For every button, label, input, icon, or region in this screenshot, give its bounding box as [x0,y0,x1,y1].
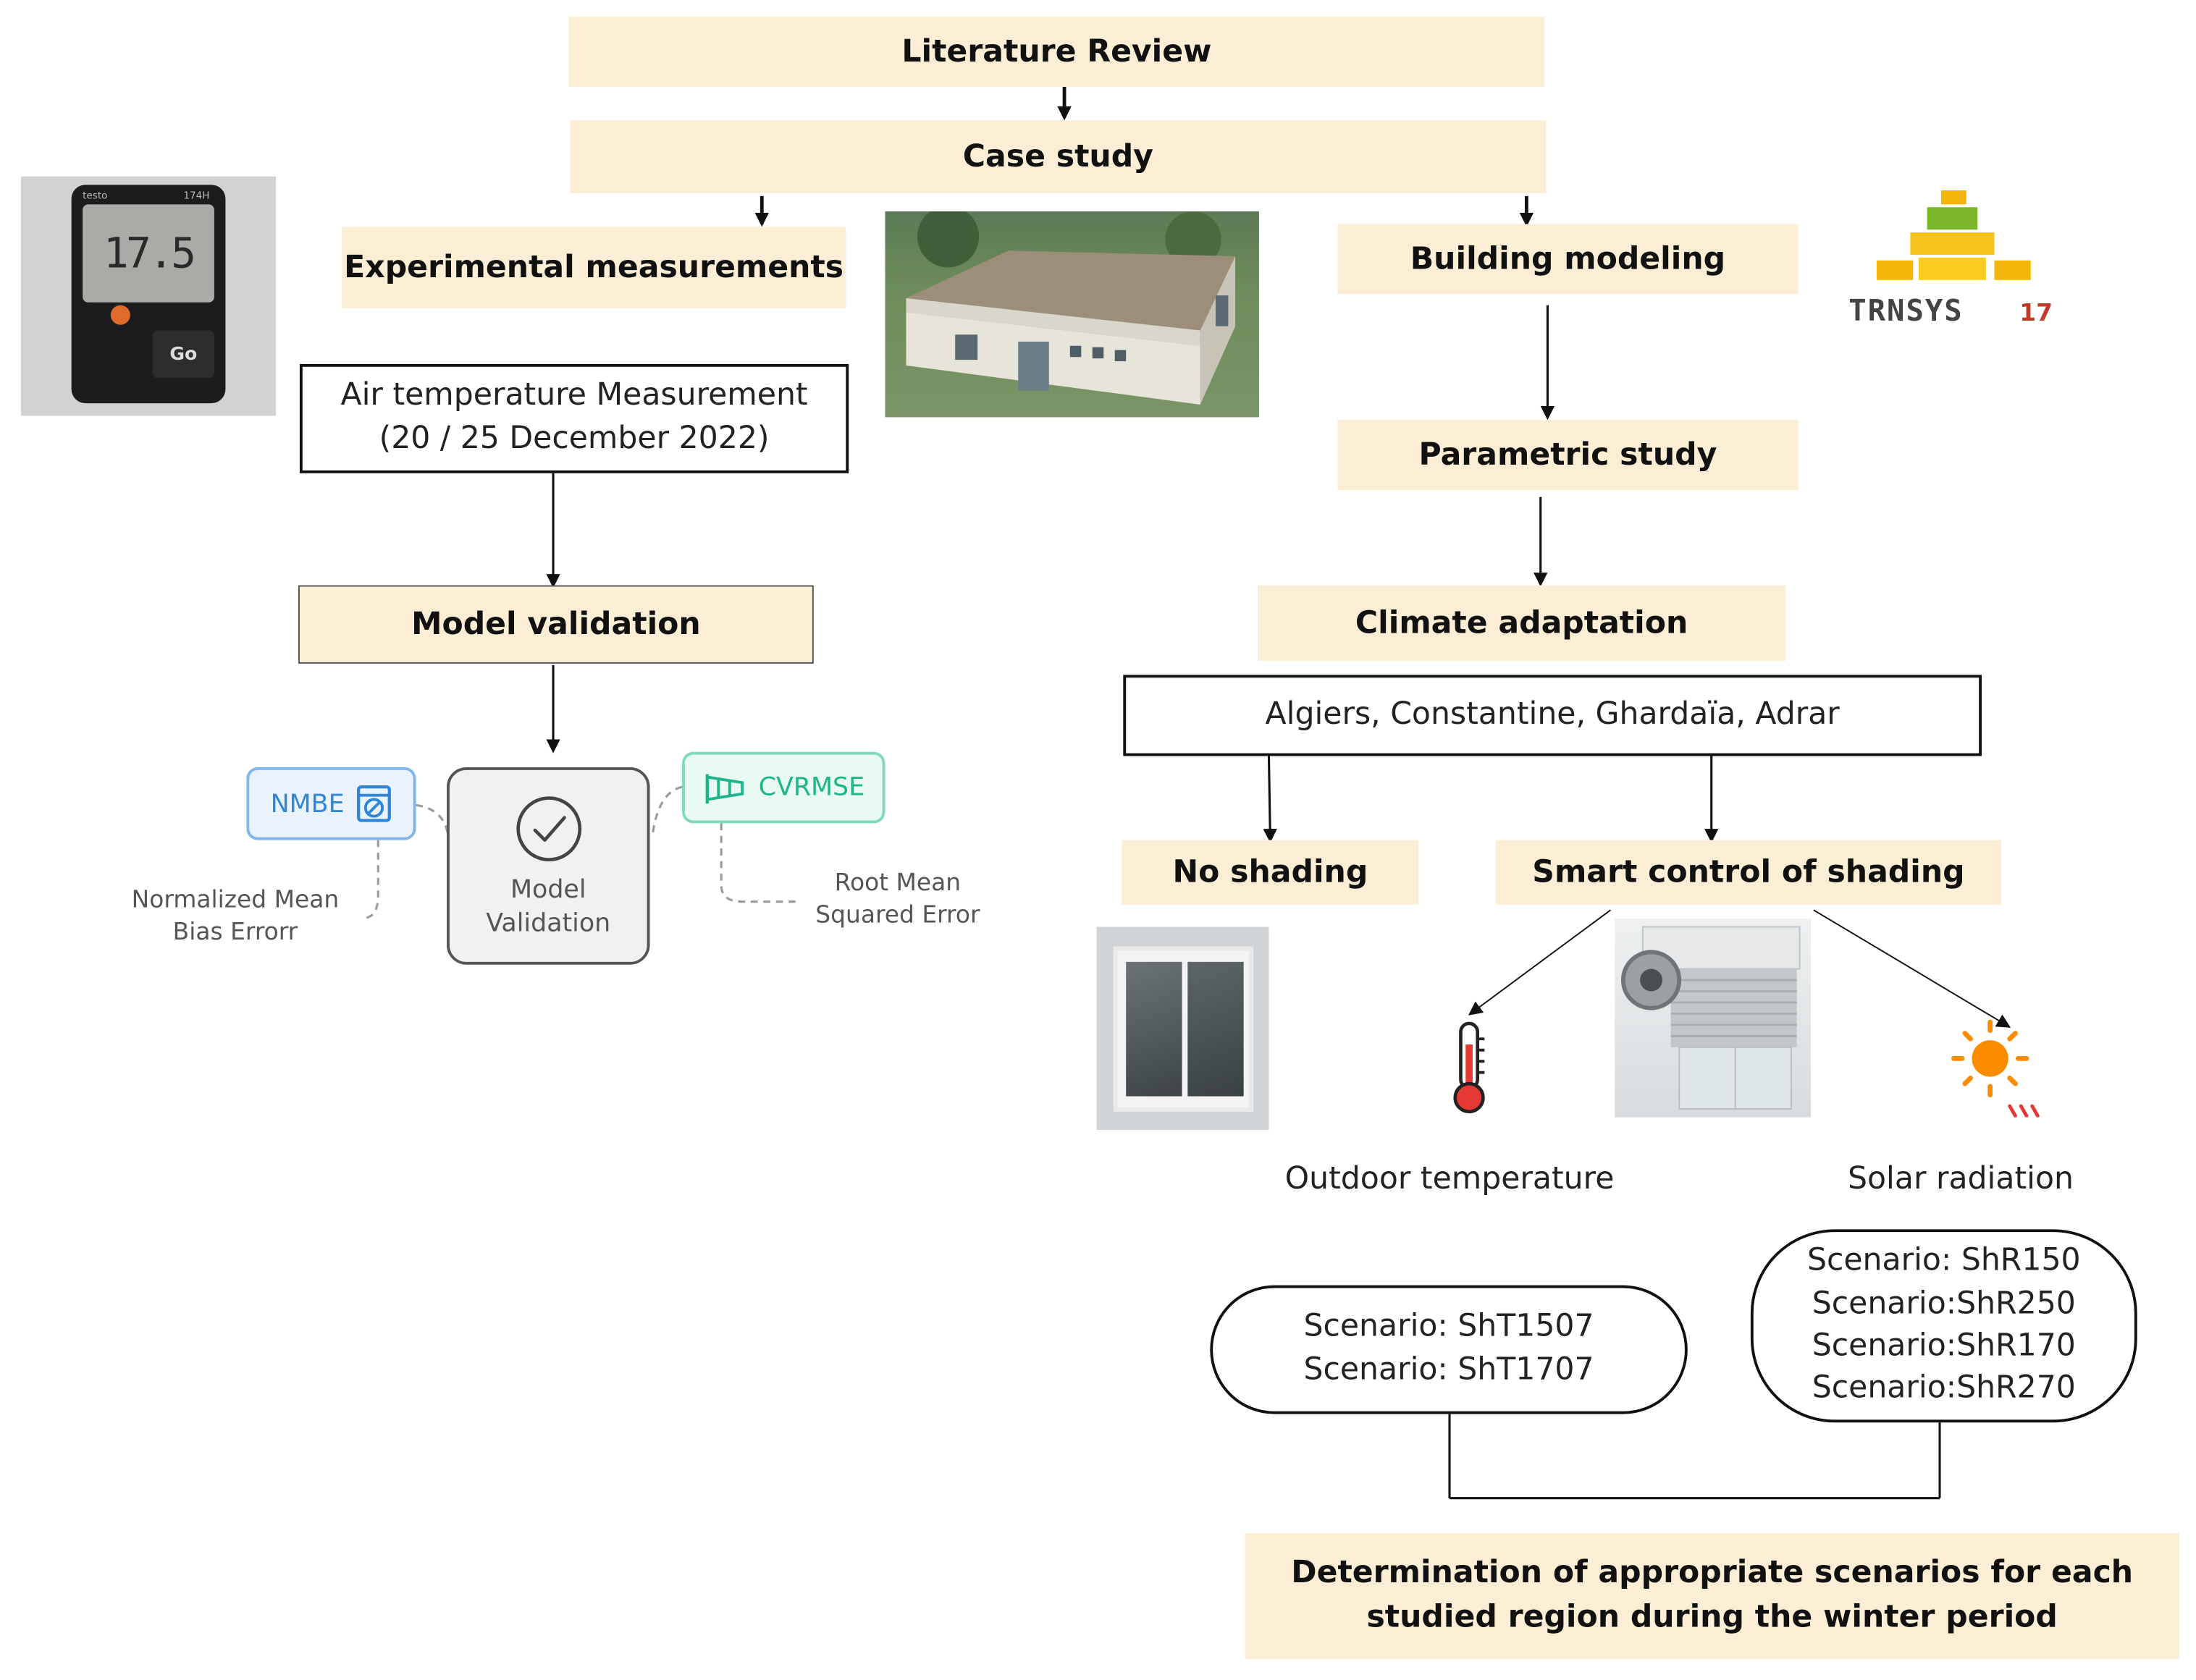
smart-control-label: Smart control of shading [1532,854,1965,890]
cities-label: Algiers, Constantine, Ghardaïa, Adrar [1265,696,1840,732]
literature-review-box: Literature Review [568,17,1545,87]
roller-shutter-illustration [1620,926,1801,1110]
scenario-shr150: Scenario: ShR150 [1806,1244,2081,1279]
no-shading-label: No shading [1172,854,1368,890]
house-photo [885,211,1259,418]
radiation-scenarios-box: Scenario: ShR150 Scenario:ShR250 Scenari… [1750,1229,2137,1423]
model-validation-card: Model Validation [447,767,650,965]
data-logger-photo: testo 174H 17.5 Go [21,176,277,416]
air-temperature-dates: (20 / 25 December 2022) [379,421,770,457]
arrow-smart-to-temperature [1468,909,1612,1016]
nmbe-label: NMBE [270,788,345,819]
dash-cvrmse-center [651,785,683,835]
nmbe-badge: NMBE [246,767,416,840]
cities-box: Algiers, Constantine, Ghardaïa, Adrar [1123,675,1982,756]
trnsys-cubes-icon [1876,190,2031,280]
scenario-sht1707: Scenario: ShT1707 [1303,1352,1594,1388]
scenario-shr270: Scenario:ShR270 [1812,1371,2076,1406]
validation-card-line-1: Model [510,875,586,905]
data-logger-device: testo 174H 17.5 Go [71,185,226,404]
climate-adaptation-box: Climate adaptation [1258,585,1786,661]
cvrmse-label: CVRMSE [758,772,865,803]
determination-line-2: studied region during the winter period [1366,1600,2058,1636]
case-study-box: Case study [570,120,1547,193]
smart-control-box: Smart control of shading [1495,840,2002,905]
determination-line-1: Determination of appropriate scenarios f… [1291,1556,2134,1591]
dash-cvrmse-desc [720,823,799,903]
device-go-button: Go [152,330,214,379]
thermometer-icon [1453,1021,1485,1114]
device-reading: 17.5 [103,229,196,278]
arrow-cities-to-noshading [1263,756,1277,843]
determination-box: Determination of appropriate scenarios f… [1245,1533,2179,1660]
building-modeling-label: Building modeling [1410,241,1726,277]
model-validation-label: Model validation [411,607,701,642]
trnsys-logo: TRNSYS 17 [1848,182,2058,336]
case-study-label: Case study [962,139,1153,174]
sun-icon [1951,1019,2040,1118]
temperature-scenarios-box: Scenario: ShT1507 Scenario: ShT1707 [1210,1285,1688,1414]
climate-adaptation-label: Climate adaptation [1355,605,1688,641]
window-frame [1113,946,1254,1112]
parametric-study-box: Parametric study [1337,420,1799,491]
solar-radiation-label: Solar radiation [1848,1162,2074,1197]
windsock-icon [704,773,744,803]
no-shading-box: No shading [1122,840,1419,905]
air-temperature-box: Air temperature Measurement (20 / 25 Dec… [299,363,849,473]
experimental-measurements-box: Experimental measurements [341,227,846,308]
validation-card-line-2: Validation [486,908,611,938]
building-modeling-box: Building modeling [1337,224,1799,295]
cvrmse-description: Root Mean Squared Error [815,869,980,930]
nmbe-description: Normalized Mean Bias Errorr [131,886,340,947]
experimental-measurements-label: Experimental measurements [344,250,844,285]
scenario-sht1507: Scenario: ShT1507 [1303,1309,1594,1345]
window-photo [1096,926,1269,1130]
roller-shutter-photo [1615,918,1812,1118]
arrow-smart-to-radiation [1813,909,2011,1028]
air-temperature-title: Air temperature Measurement [340,378,808,414]
trnsys-name: TRNSYS [1848,294,1964,328]
dash-nmbe-center [416,803,450,837]
device-led [110,305,130,325]
device-display: 17.5 [83,204,214,303]
check-circle-icon [516,796,581,862]
scenario-shr250: Scenario:ShR250 [1812,1286,2076,1322]
trnsys-version: 17 [2019,299,2053,328]
scenario-shr170: Scenario:ShR170 [1812,1328,2076,1364]
device-brand: testo [83,190,108,202]
model-validation-box: Model validation [298,585,814,664]
cvrmse-badge: CVRMSE [682,751,885,824]
outdoor-temperature-label: Outdoor temperature [1284,1162,1615,1197]
dash-nmbe-desc [361,840,379,920]
meter-icon [356,785,391,822]
house-illustration [906,211,1236,405]
literature-review-label: Literature Review [901,34,1212,69]
device-model: 174H [183,190,210,202]
parametric-study-label: Parametric study [1418,437,1717,473]
